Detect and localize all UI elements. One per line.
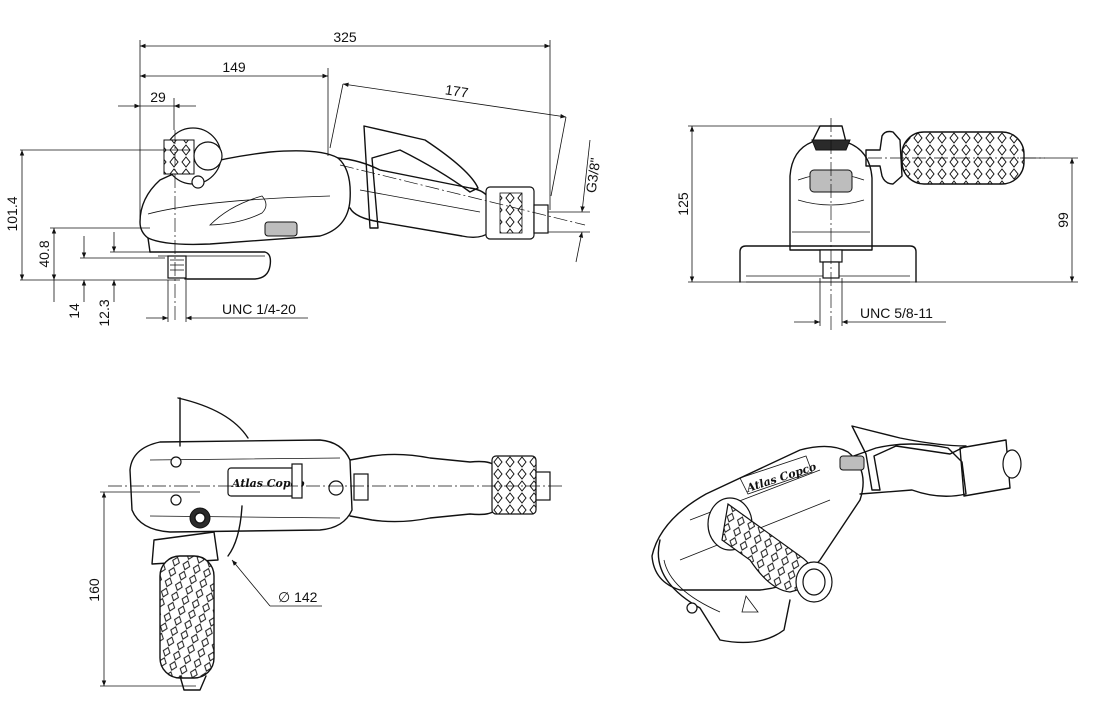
dim-head-length: 149 <box>222 59 246 75</box>
side-handle <box>337 157 491 239</box>
dim-overall-length: 325 <box>333 29 357 45</box>
iso-body <box>651 445 864 591</box>
top-view: Atlas Copco 160 ∅ 142 <box>86 397 562 691</box>
iso-inlet <box>959 439 1011 497</box>
front-view: 125 99 UNC 5/8-11 <box>675 118 1078 330</box>
dim-spindle-offset: 12.3 <box>96 299 112 326</box>
side-lever <box>264 221 298 237</box>
side-guard <box>149 251 272 280</box>
top-side-handle <box>159 555 215 679</box>
top-disc-edge <box>177 397 249 439</box>
dim-spindle-thread-side: UNC 1/4-20 <box>222 301 296 317</box>
dim-side-handle-length: 160 <box>86 578 102 602</box>
iso-throttle-lever <box>851 425 967 491</box>
side-throttle-lever <box>363 125 479 229</box>
dim-disc-diameter: ∅ 142 <box>278 589 318 605</box>
dim-handle-height: 99 <box>1055 212 1071 228</box>
dim-side-height: 101.4 <box>4 196 20 231</box>
isometric-view: Atlas Copco <box>651 425 1022 644</box>
dim-handle-length: 177 <box>444 81 470 100</box>
top-brand-label: Atlas Copco <box>231 477 305 490</box>
iso-handle <box>847 443 967 497</box>
dim-spindle-height: 40.8 <box>36 240 52 267</box>
iso-side-handle <box>721 502 815 593</box>
iso-guard <box>657 539 791 644</box>
dim-front-height: 125 <box>675 192 691 216</box>
iso-brand-label: Atlas Copco <box>744 460 818 495</box>
dim-spindle-length: 14 <box>66 303 82 319</box>
dim-spindle-thread-front: UNC 5/8-11 <box>860 305 933 321</box>
top-inlet <box>491 455 537 515</box>
side-view: 325 149 29 177 G3/8" 101.4 40.8 14 12.3 <box>4 29 603 327</box>
dim-inlet-thread: G3/8" <box>583 157 604 194</box>
top-head-housing <box>129 439 353 533</box>
top-handle <box>349 453 496 523</box>
dim-head-front: 29 <box>150 89 166 105</box>
front-side-handle-base <box>865 130 903 185</box>
front-guard <box>739 245 917 283</box>
